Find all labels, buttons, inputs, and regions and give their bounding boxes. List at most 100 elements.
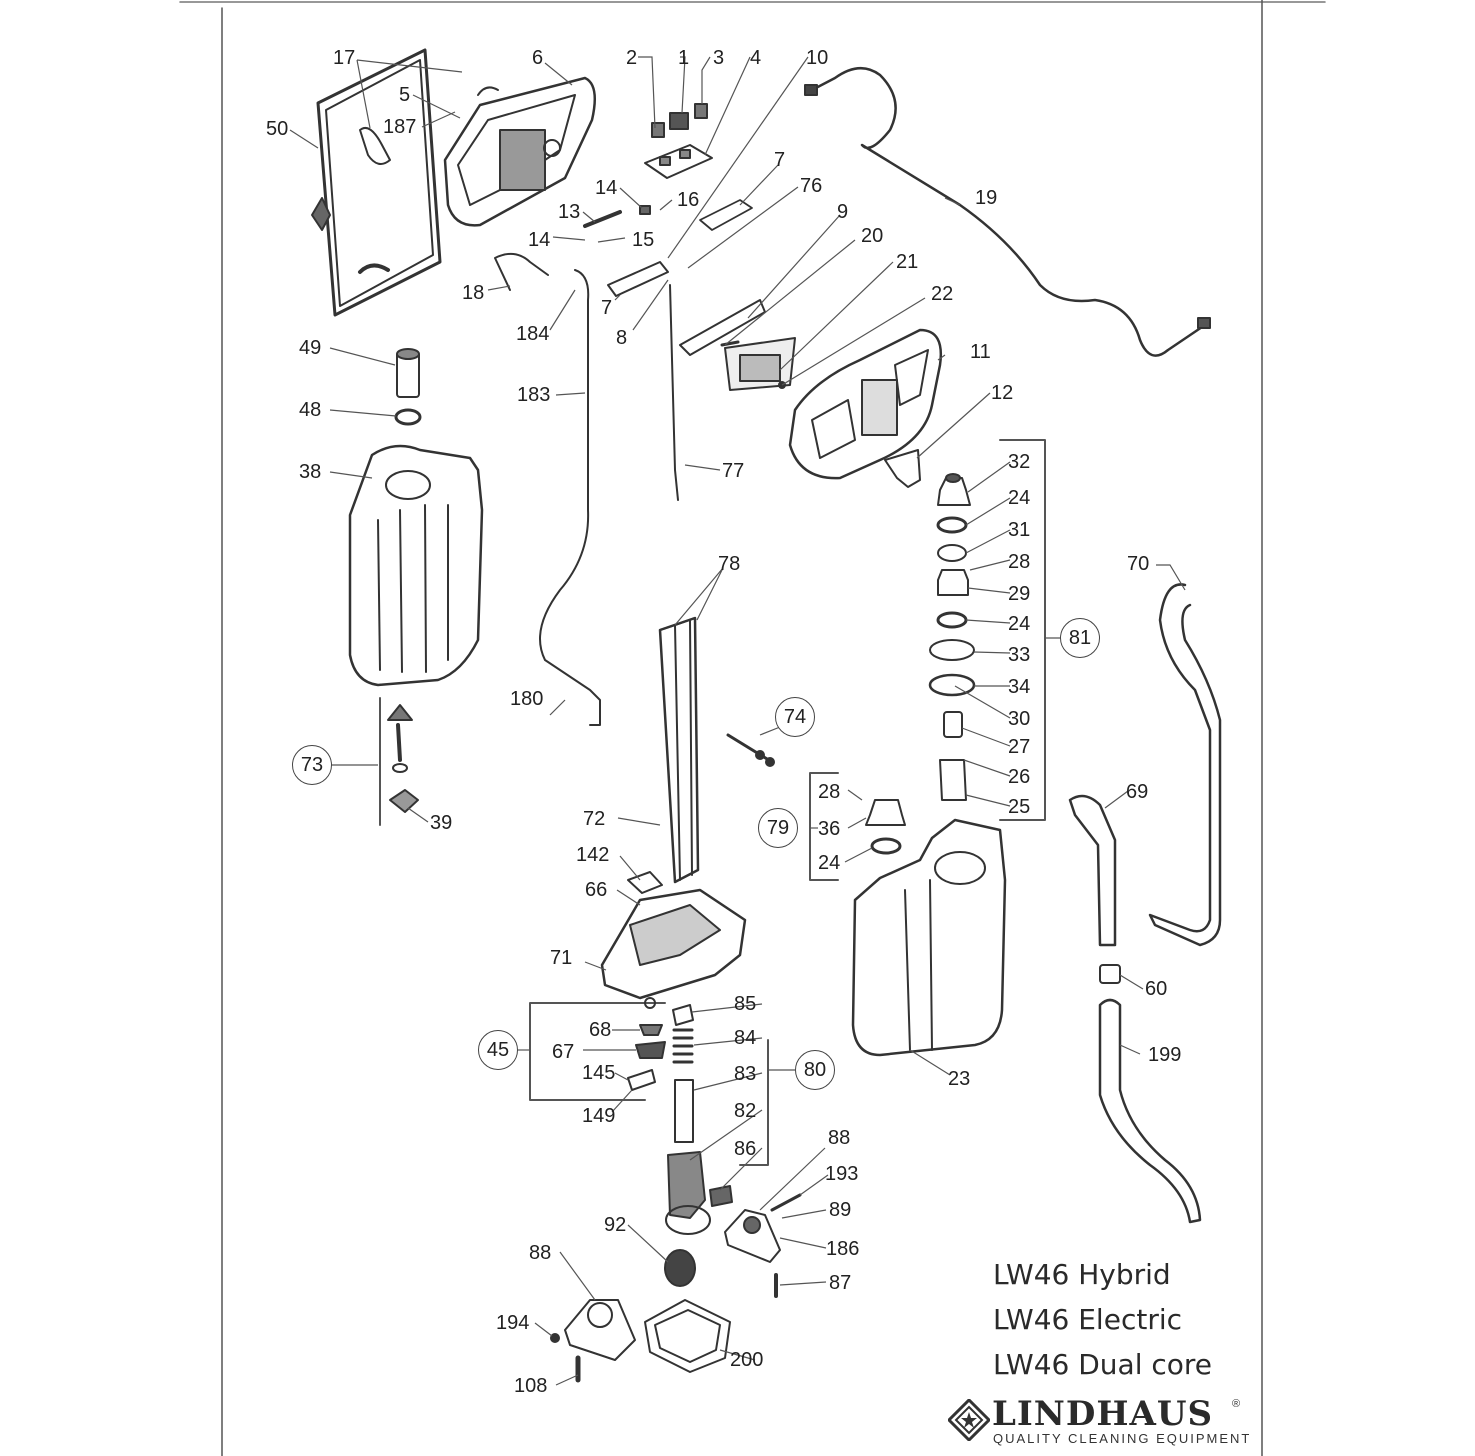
callout-28-b: 28: [818, 781, 841, 803]
callout-12: 12: [991, 382, 1014, 404]
callout-78: 78: [718, 553, 741, 575]
callout-8: 8: [616, 327, 628, 349]
filter-cap-parts: [394, 348, 422, 426]
callout-88-left: 88: [529, 1242, 552, 1264]
frame-tube-part: [658, 616, 700, 884]
linkage-parts: [494, 199, 796, 391]
valve-assembly-79: [809, 772, 906, 881]
power-cable-part: [810, 67, 1207, 357]
callout-36: 36: [818, 818, 841, 840]
callout-32: 32: [1008, 451, 1031, 473]
callout-68: 68: [589, 1019, 612, 1041]
callout-193: 193: [825, 1163, 859, 1185]
callout-84: 84: [734, 1027, 757, 1049]
lindhaus-logo-icon: [948, 1399, 990, 1441]
assembly-callout-45: 45: [478, 1030, 518, 1070]
callout-3: 3: [713, 47, 725, 69]
assembly-callout-80: 80: [795, 1050, 835, 1090]
brand-name: LINDHAUS: [992, 1394, 1214, 1434]
brand-tagline: QUALITY CLEANING EQUIPMENT: [993, 1431, 1252, 1446]
callout-4: 4: [750, 47, 762, 69]
callout-72: 72: [583, 808, 606, 830]
callout-11: 11: [970, 341, 991, 363]
callout-7-bottom: 7: [601, 297, 613, 319]
callout-187: 187: [383, 116, 417, 138]
callout-83: 83: [734, 1063, 757, 1085]
callout-14-top: 14: [595, 177, 618, 199]
callout-17: 17: [333, 47, 356, 69]
handle-grip-part: [788, 328, 943, 488]
clean-water-tank-part: [348, 444, 484, 687]
roller-92-part: [664, 1249, 696, 1287]
hose-70-part: [1148, 583, 1222, 947]
callout-24-a: 24: [1008, 487, 1031, 509]
callout-88-right: 88: [828, 1127, 851, 1149]
callout-48: 48: [299, 399, 322, 421]
callout-20: 20: [861, 225, 884, 247]
bearing-bracket-left-part: [550, 1299, 636, 1383]
callout-50: 50: [266, 118, 289, 140]
rod-77-part: [669, 284, 679, 501]
callout-200: 200: [730, 1349, 764, 1371]
callout-92: 92: [604, 1214, 627, 1236]
callout-31: 31: [1008, 519, 1031, 541]
callout-77: 77: [722, 460, 745, 482]
base-plate-part: [600, 871, 747, 1000]
callout-25: 25: [1008, 796, 1031, 818]
callout-183: 183: [517, 384, 551, 406]
callout-24-c: 24: [818, 852, 841, 874]
callout-85: 85: [734, 993, 757, 1015]
callout-71: 71: [550, 947, 573, 969]
callout-6: 6: [532, 47, 544, 69]
callout-82: 82: [734, 1100, 757, 1122]
callout-23: 23: [948, 1068, 971, 1090]
switch-parts: [644, 103, 713, 179]
callout-34: 34: [1008, 676, 1031, 698]
callout-13: 13: [558, 201, 581, 223]
callout-69: 69: [1126, 781, 1149, 803]
callout-22: 22: [931, 283, 954, 305]
callout-186: 186: [826, 1238, 860, 1260]
seal-frame-part: [311, 48, 442, 317]
valve-assembly-45: [529, 997, 666, 1101]
registered-mark: ®: [1232, 1398, 1241, 1410]
callout-10: 10: [806, 47, 829, 69]
callout-76: 76: [800, 175, 823, 197]
callout-67: 67: [552, 1041, 575, 1063]
recovery-tank-part: [851, 818, 1007, 1057]
assembly-callout-79: 79: [758, 808, 798, 848]
callout-28-a: 28: [1008, 551, 1031, 573]
callout-26: 26: [1008, 766, 1031, 788]
callout-29: 29: [1008, 583, 1031, 605]
callout-21: 21: [896, 251, 919, 273]
callout-5: 5: [399, 84, 411, 106]
bearing-bracket-right-part: [724, 1193, 802, 1298]
model-name-electric: LW46 Electric: [993, 1303, 1182, 1336]
callout-27: 27: [1008, 736, 1031, 758]
callout-194: 194: [496, 1312, 530, 1334]
brush-drive-assembly-80: [665, 1004, 769, 1235]
model-name-hybrid: LW46 Hybrid: [993, 1258, 1171, 1291]
callout-180: 180: [510, 688, 544, 710]
callout-2: 2: [626, 47, 638, 69]
callout-149: 149: [582, 1105, 616, 1127]
callout-15: 15: [632, 229, 655, 251]
callout-24-b: 24: [1008, 613, 1031, 635]
callout-14-bottom: 14: [528, 229, 551, 251]
callout-145: 145: [582, 1062, 616, 1084]
assembly-callout-81: 81: [1060, 618, 1100, 658]
callout-16: 16: [677, 189, 700, 211]
callout-49: 49: [299, 337, 322, 359]
callout-18: 18: [462, 282, 485, 304]
assembly-callout-74: 74: [775, 697, 815, 737]
hose-199-part: [1098, 998, 1202, 1224]
callout-184: 184: [516, 323, 550, 345]
callout-9: 9: [837, 201, 849, 223]
callout-33: 33: [1008, 644, 1031, 666]
callout-7-top: 7: [774, 149, 786, 171]
elbow-69-part: [1068, 794, 1117, 947]
callout-86: 86: [734, 1138, 757, 1160]
callout-39: 39: [430, 812, 453, 834]
gasket-200-part: [644, 1299, 731, 1373]
